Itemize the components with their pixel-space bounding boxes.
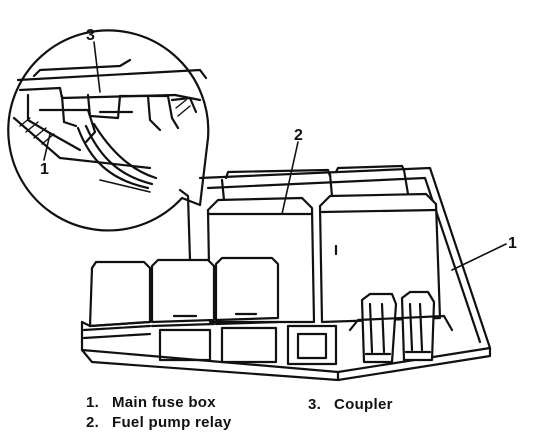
leader-lines: [43, 41, 507, 271]
legend-label: Fuel pump relay: [112, 414, 232, 431]
callout-2: 2: [294, 127, 303, 144]
legend-label: Main fuse box: [112, 394, 216, 411]
magnified-inset: [7, 29, 210, 232]
legend-item-1: 1. Main fuse box: [86, 394, 216, 411]
fuse-blocks: [80, 188, 338, 366]
callout-3: 3: [86, 27, 95, 44]
callout-1-inset: 1: [40, 161, 49, 178]
legend-number: 1.: [86, 394, 100, 411]
legend-number: 3.: [308, 396, 322, 413]
legend-number: 2.: [86, 414, 100, 431]
legend-label: Coupler: [334, 396, 393, 413]
legend-item-3: 3. Coupler: [308, 396, 393, 413]
coupler: [348, 290, 454, 364]
callout-1: 1: [508, 235, 517, 252]
legend-item-2: 2. Fuel pump relay: [86, 414, 232, 431]
